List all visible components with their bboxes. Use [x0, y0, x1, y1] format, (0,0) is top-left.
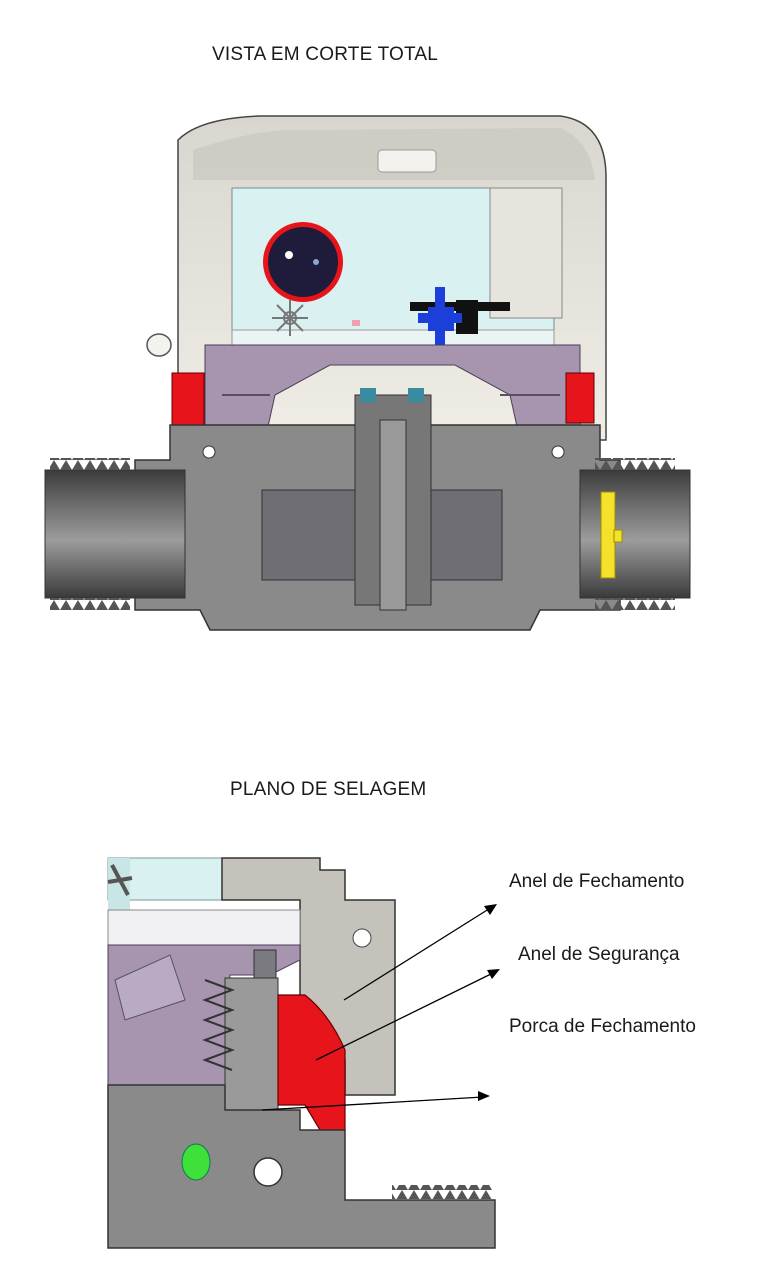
arrow-head-3: [478, 1091, 490, 1101]
callout-arrows: [261, 904, 500, 1111]
title-full-cut-view: VISTA EM CORTE TOTAL: [212, 44, 439, 65]
magnetic-coupling: [352, 287, 510, 350]
arrow-anel-fechamento: [343, 906, 493, 1001]
title-sealing-plane: PLANO DE SELAGEM: [230, 779, 427, 800]
callout-anel-de-seguranca: Anel de Segurança: [518, 944, 680, 965]
arrow-head-1: [484, 904, 497, 915]
register-gear: [263, 222, 343, 302]
security-ring-left: [171, 372, 205, 426]
callout-anel-de-fechamento: Anel de Fechamento: [509, 871, 685, 892]
register-chamber: [231, 187, 563, 353]
arrow-anel-seguranca: [315, 971, 496, 1061]
security-ring-right: [565, 372, 595, 424]
sealing-detail-diagram: [107, 857, 508, 1249]
arrow-porca-fechamento: [261, 1096, 484, 1111]
arrow-head-2: [487, 969, 500, 979]
meter-body: [44, 388, 691, 631]
star-wheel: [272, 300, 308, 336]
callout-porca-de-fechamento: Porca de Fechamento: [509, 1016, 696, 1037]
inlet-filter: [600, 491, 623, 579]
